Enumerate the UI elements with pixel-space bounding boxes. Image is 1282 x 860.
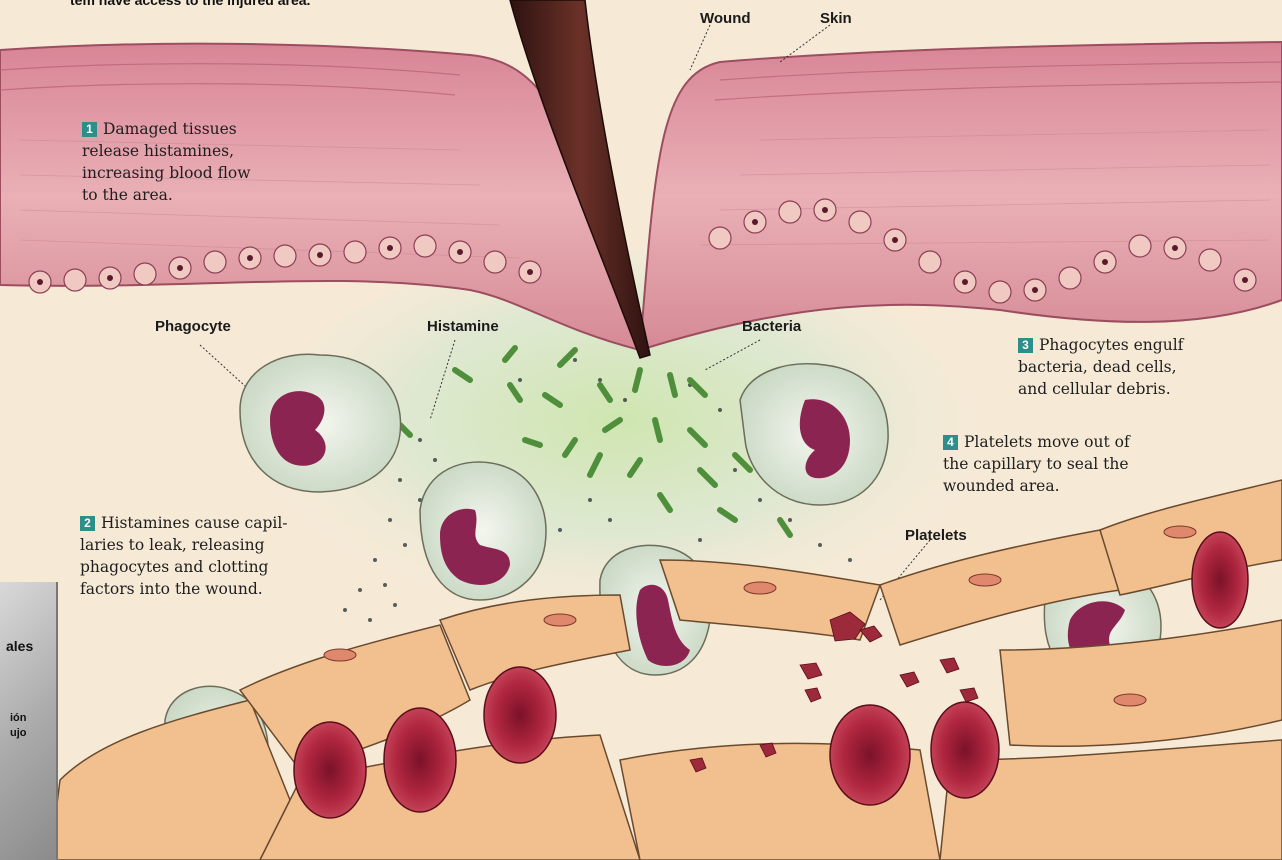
step-1-line-4: to the area. <box>82 184 251 206</box>
step-2-badge: 2 <box>80 516 95 531</box>
step-2-line-4: factors into the wound. <box>80 578 288 600</box>
step-1-badge: 1 <box>82 122 97 137</box>
step-3-badge: 3 <box>1018 338 1033 353</box>
step-1-line-1: Damaged tissues <box>103 120 237 138</box>
step-1-caption: 1 Damaged tissues release histamines, inc… <box>82 118 251 206</box>
step-4-line-3: wounded area. <box>943 475 1130 497</box>
label-wound: Wound <box>700 10 751 27</box>
step-4-line-2: the capillary to seal the <box>943 453 1130 475</box>
label-skin: Skin <box>820 10 852 27</box>
label-platelets: Platelets <box>905 527 967 544</box>
step-2-caption: 2 Histamines cause capil- laries to leak,… <box>80 512 288 600</box>
label-phagocyte: Phagocyte <box>155 318 231 335</box>
step-3-line-2: bacteria, dead cells, <box>1018 356 1183 378</box>
inset-text-2: ión <box>10 712 27 724</box>
step-2-line-2: laries to leak, releasing <box>80 534 288 556</box>
step-4-badge: 4 <box>943 435 958 450</box>
inset-text-3: ujo <box>10 727 27 739</box>
label-histamine: Histamine <box>427 318 499 335</box>
step-1-line-3: increasing blood flow <box>82 162 251 184</box>
label-bacteria: Bacteria <box>742 318 801 335</box>
step-1-line-2: release histamines, <box>82 140 251 162</box>
top-caption-fragment: tem have access to the injured area. <box>70 0 310 8</box>
step-3-line-1: Phagocytes engulf <box>1039 336 1183 354</box>
inset-text-1: ales <box>6 638 33 654</box>
inset-photo-fragment: ales ión ujo <box>0 582 58 860</box>
step-4-line-1: Platelets move out of <box>964 433 1130 451</box>
step-3-caption: 3 Phagocytes engulf bacteria, dead cells,… <box>1018 334 1183 400</box>
step-2-line-1: Histamines cause capil- <box>101 514 288 532</box>
step-3-line-3: and cellular debris. <box>1018 378 1183 400</box>
step-4-caption: 4 Platelets move out of the capillary to … <box>943 431 1130 497</box>
step-2-line-3: phagocytes and clotting <box>80 556 288 578</box>
